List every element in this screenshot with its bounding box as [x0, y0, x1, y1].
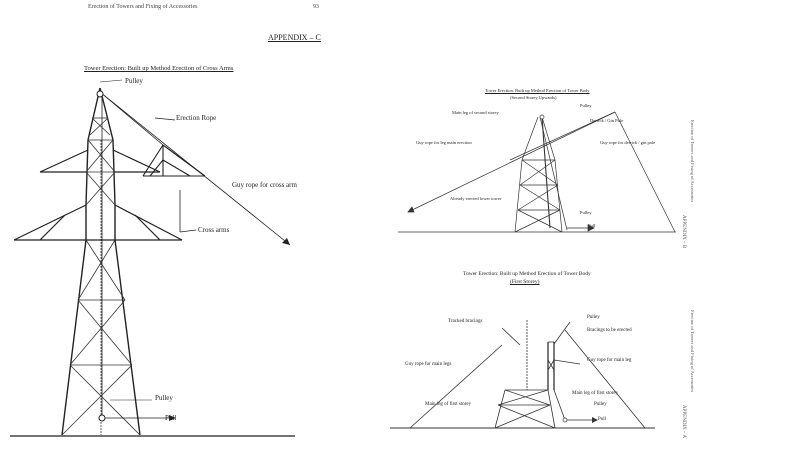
label-erection-rope: Erection Rope — [176, 114, 217, 122]
top-side-note: Erection of Towers and Fixing of Accesso… — [690, 120, 695, 203]
appendix-heading: APPENDIX – C — [268, 33, 321, 42]
lattice-tower-cross-arm-drawing — [10, 79, 295, 437]
bottom-side-ref: APPENDIX – A — [681, 405, 686, 439]
bottom-label-pulley-top: Pulley — [587, 315, 600, 320]
top-label-guy-main: Guy rope for leg main erection — [416, 140, 472, 145]
running-header: Erection of Towers and Fixing of Accesso… — [88, 4, 198, 10]
bottom-figure-subtitle: (First Storey) — [510, 279, 540, 285]
top-label-pulley-bottom: Pulley — [580, 210, 592, 215]
right-page: Tower Erection: Built up Method Erection… — [390, 60, 710, 450]
top-side-ref: APPENDIX – B — [681, 215, 686, 249]
bottom-label-guy-main-leg: Guy rope for main leg — [587, 358, 632, 363]
bottom-label-pull: Pull — [598, 417, 607, 422]
bottom-label-main-leg-right: Main leg of first storey — [572, 391, 619, 396]
label-pulley-bottom: Pulley — [155, 394, 173, 402]
top-label-already-erected: Already erected lower tower — [450, 196, 502, 201]
bottom-label-guy-main-legs: Guy rope for main legs — [405, 362, 452, 367]
tower-body-erection-drawings — [390, 111, 676, 429]
label-guy-rope-cross-arm: Guy rope for cross arm — [232, 181, 297, 189]
label-pulley-top: Pulley — [125, 77, 143, 85]
top-label-main-leg: Main leg of second storey — [452, 110, 499, 115]
top-figure-subtitle: (Second Storey Upwards) — [510, 95, 557, 100]
bottom-label-bracings-to-erect: Bracings to be erected — [587, 328, 632, 333]
bottom-side-note: Erection of Towers and Fixing of Accesso… — [690, 310, 695, 393]
bottom-figure-title: Tower Erection: Built up Method Erection… — [463, 271, 591, 277]
top-label-pulley: Pulley — [580, 103, 592, 108]
bottom-label-tracked-bracings: Tracked bracings — [448, 319, 483, 324]
figure-title: Tower Erection: Built up Method Erection… — [84, 65, 234, 72]
page-number: 93 — [313, 4, 319, 10]
bottom-label-main-leg-left: Main leg of first storey — [425, 402, 472, 407]
top-label-derrick: Derrick / Gin Pole — [590, 118, 624, 123]
top-label-pull: Pull — [588, 223, 596, 228]
top-figure-title: Tower Erection: Built up Method Erection… — [485, 88, 590, 93]
left-page: Erection of Towers and Fixing of Accesso… — [0, 0, 330, 450]
bottom-label-pulley-bottom: Pulley — [594, 402, 607, 407]
top-label-guy-derrick: Guy rope for derrick / gin pole — [600, 140, 656, 145]
label-cross-arms: Cross arms — [198, 226, 230, 234]
